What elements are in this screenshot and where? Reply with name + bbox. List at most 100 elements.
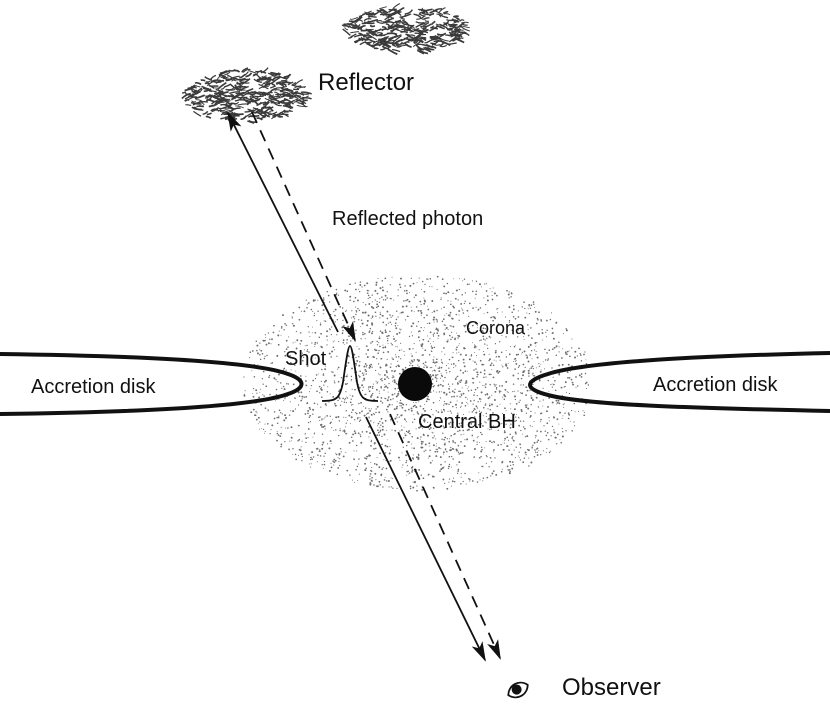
corona-speckle	[263, 432, 265, 434]
corona-speckle	[454, 388, 456, 390]
accretion-disk-right	[528, 351, 830, 413]
corona-speckle	[511, 467, 514, 470]
corona-speckle	[368, 331, 371, 333]
corona-speckle	[322, 297, 325, 299]
corona-speckle	[294, 341, 296, 343]
reflector-squiggle	[300, 91, 312, 95]
corona-speckle	[440, 372, 442, 374]
corona-speckle	[558, 346, 560, 348]
corona-speckle	[490, 475, 492, 477]
corona-speckle	[376, 303, 379, 306]
corona-speckle	[409, 485, 412, 488]
corona-speckle	[382, 306, 384, 309]
corona-speckle	[383, 459, 385, 461]
corona-speckle	[379, 420, 381, 423]
corona-speckle	[442, 432, 444, 435]
corona-speckle	[344, 289, 347, 292]
corona-speckle	[440, 297, 442, 299]
corona-speckle	[373, 356, 375, 358]
corona-speckle	[450, 338, 452, 341]
corona-speckle	[316, 342, 319, 344]
reflected-photon-label: Reflected photon	[332, 208, 483, 230]
reflector-squiggle	[400, 36, 409, 42]
corona-speckle	[346, 419, 348, 421]
corona-speckle	[387, 334, 390, 337]
corona-speckle	[482, 335, 485, 338]
corona-speckle	[391, 393, 394, 396]
corona-speckle	[427, 278, 429, 280]
corona-speckle	[448, 455, 451, 458]
corona-speckle	[533, 441, 536, 444]
corona-speckle	[522, 420, 525, 422]
corona-speckle	[497, 372, 500, 374]
corona-speckle	[502, 412, 504, 414]
corona-speckle	[315, 374, 318, 376]
corona-speckle	[342, 339, 345, 342]
corona-speckle	[533, 374, 536, 377]
corona-speckle	[434, 420, 436, 422]
corona-speckle	[505, 365, 508, 367]
corona-speckle	[520, 377, 523, 380]
corona-speckle	[523, 336, 525, 338]
corona-speckle	[511, 329, 514, 332]
corona-speckle	[565, 430, 567, 432]
reflector-squiggle	[262, 82, 272, 88]
reflector-squiggle	[258, 76, 265, 82]
corona-speckle	[524, 307, 526, 310]
reflector-squiggle	[211, 99, 218, 105]
corona-speckle	[400, 277, 402, 280]
corona-speckle	[332, 371, 334, 373]
corona-speckle	[574, 350, 577, 353]
corona-speckle	[529, 354, 532, 356]
corona-speckle	[525, 354, 527, 356]
corona-speckle	[558, 351, 560, 353]
corona-speckle	[259, 354, 261, 356]
reflector-squiggle	[366, 12, 373, 16]
corona-speckle	[403, 418, 406, 420]
corona-speckle	[447, 410, 449, 412]
corona-speckle	[462, 280, 464, 282]
corona-speckle	[527, 449, 530, 452]
corona-speckle	[297, 424, 300, 427]
corona-speckle	[387, 322, 389, 324]
corona-speckle	[381, 435, 383, 438]
corona-speckle	[444, 449, 447, 451]
corona-speckle	[567, 417, 570, 420]
reflector-squiggle	[229, 91, 241, 95]
corona-speckle	[374, 442, 376, 444]
corona-speckle	[446, 282, 449, 285]
corona-speckle	[369, 478, 371, 480]
corona-speckle	[399, 405, 400, 407]
corona-speckle	[448, 334, 451, 337]
corona-speckle	[319, 323, 322, 326]
corona-speckle	[542, 387, 544, 389]
corona-speckle	[365, 373, 367, 375]
corona-speckle	[413, 360, 415, 362]
corona-speckle	[379, 374, 381, 376]
corona-speckle	[475, 355, 478, 357]
corona-speckle	[450, 325, 452, 327]
corona-speckle	[411, 435, 413, 438]
corona-speckle	[567, 363, 570, 366]
corona-speckle	[455, 289, 458, 292]
corona-speckle	[323, 463, 326, 466]
corona-speckle	[499, 359, 501, 361]
corona-speckle	[341, 326, 344, 329]
corona-speckle	[451, 447, 454, 450]
corona-speckle	[565, 329, 568, 332]
corona-speckle	[433, 321, 435, 323]
corona-speckle	[323, 384, 325, 386]
corona-speckle	[535, 350, 537, 353]
corona-speckle	[386, 399, 389, 402]
corona-speckle	[459, 380, 461, 382]
corona-speckle	[262, 370, 265, 373]
corona-speckle	[396, 346, 398, 348]
corona-speckle	[402, 446, 404, 448]
corona-speckle	[532, 444, 534, 446]
reflector-squiggle	[208, 84, 215, 89]
reflector-squiggle	[430, 42, 437, 45]
corona-speckle	[405, 430, 408, 433]
corona-speckle	[320, 380, 322, 382]
corona-speckle	[446, 372, 448, 374]
corona-speckle	[459, 369, 462, 372]
